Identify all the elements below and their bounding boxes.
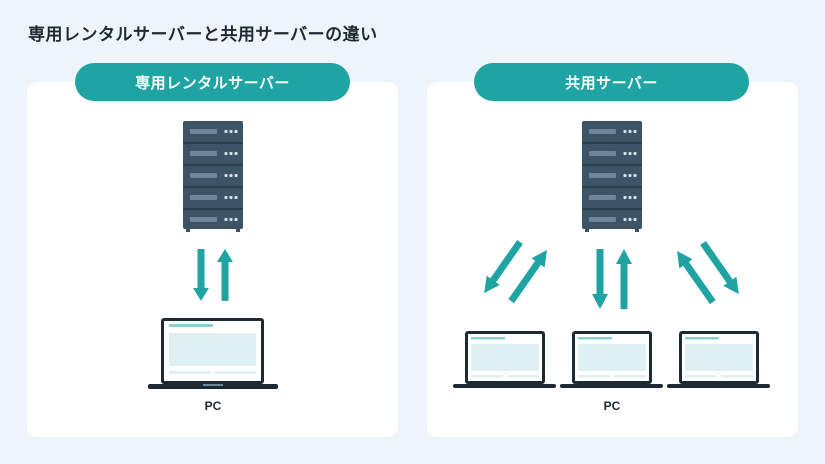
laptop-icon	[148, 318, 278, 389]
page-title: 専用レンタルサーバーと共用サーバーの違い	[28, 25, 378, 45]
laptop-icon	[453, 331, 556, 388]
server-icon	[183, 121, 243, 232]
server-icon	[582, 121, 642, 232]
shared-server-heading: 共用サーバー	[474, 63, 749, 101]
pc-label: PC	[603, 399, 621, 413]
laptop-icon	[667, 331, 770, 388]
arrow-down-icon	[592, 249, 608, 309]
arrow-up-icon	[217, 249, 233, 301]
dedicated-server-heading: 専用レンタルサーバー	[75, 63, 350, 101]
arrow-down-icon	[193, 249, 209, 301]
arrow-up-icon	[616, 249, 632, 309]
laptop-icon	[560, 331, 663, 388]
pc-label: PC	[204, 399, 222, 413]
